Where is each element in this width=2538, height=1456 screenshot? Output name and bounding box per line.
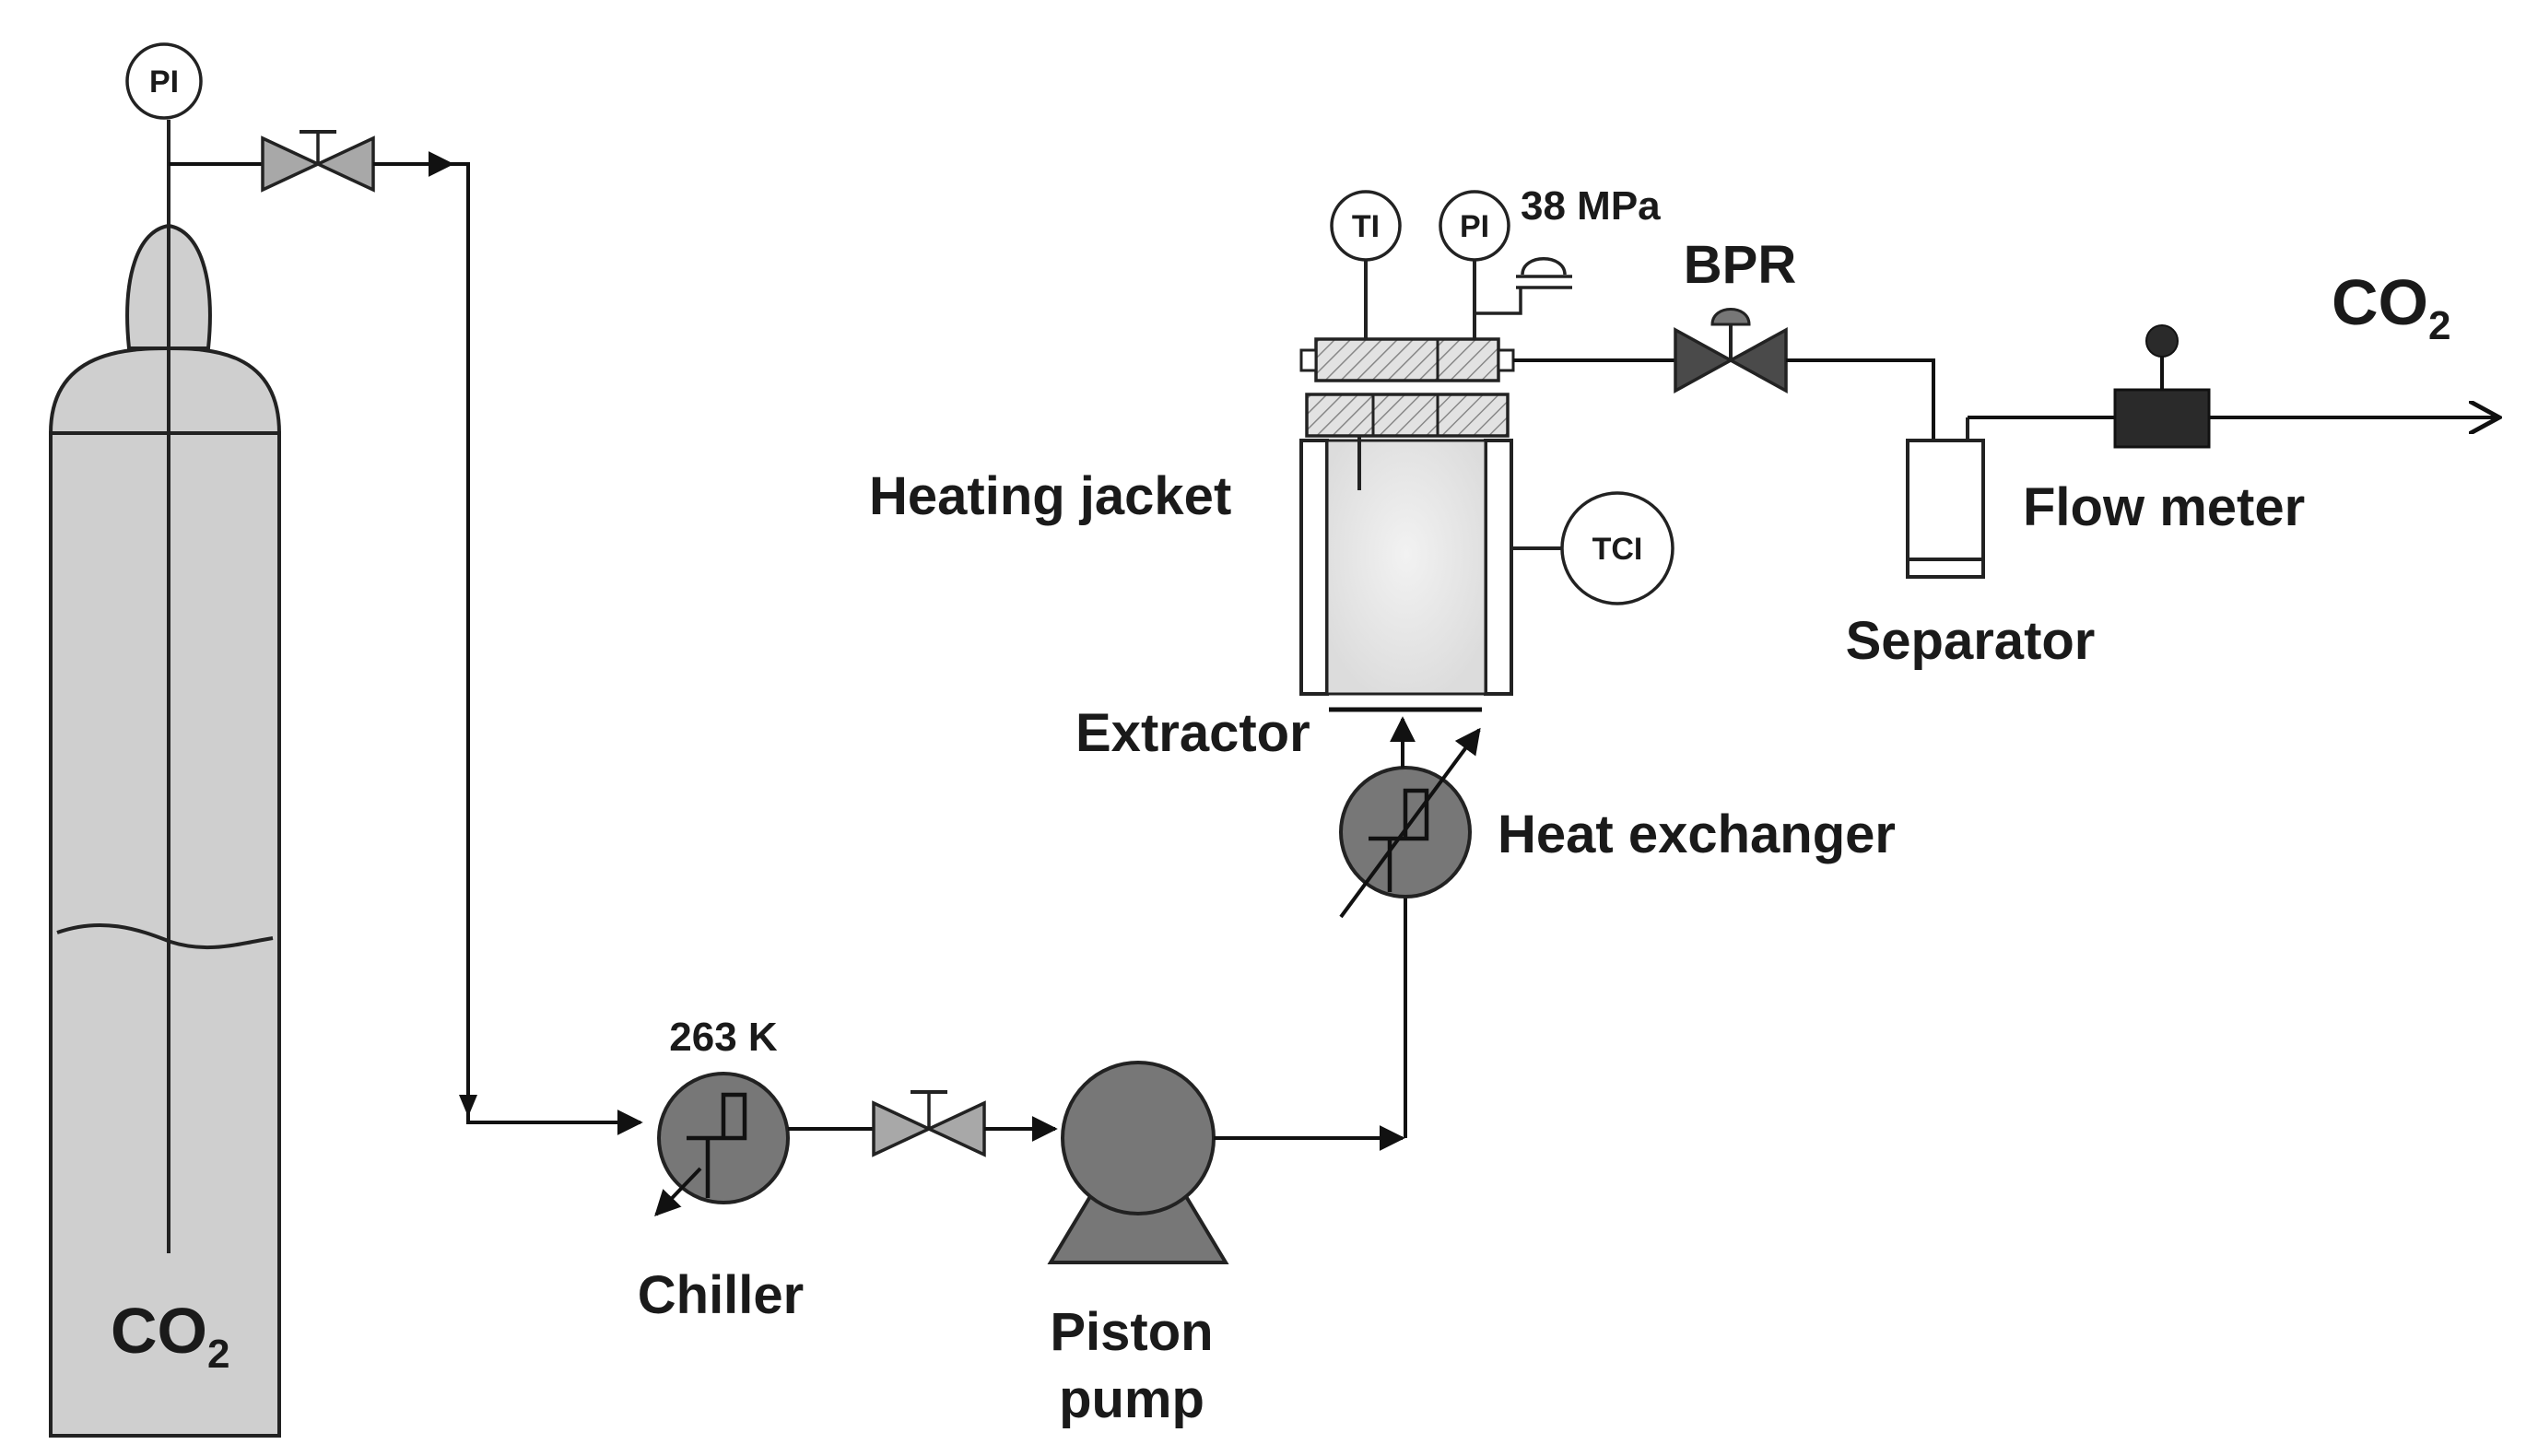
piston-pump-label-line2: pump [1059,1369,1204,1429]
bpr-dome [1710,308,1751,326]
separator-vessel [1906,439,1985,579]
piston-pump: Piston pump [1047,1061,1229,1429]
svg-text:PI: PI [149,65,179,100]
svg-text:TCI: TCI [1592,532,1643,567]
svg-text:TI: TI [1352,209,1380,244]
separator: Separator [1846,417,2096,671]
cylinder-valve[interactable] [261,130,375,193]
cylinder-body [49,431,281,1438]
bpr-label: BPR [1684,235,1796,295]
rupture-disk-dome [1521,257,1567,276]
pipe-down-arrow [459,1095,477,1117]
rupture-disk-line [1475,288,1522,315]
heat-exchanger: Heat exchanger [1339,727,1896,919]
heating-jacket-label: Heating jacket [869,466,1231,526]
extractor-label: Extractor [1075,703,1310,763]
flow-meter-label: Flow meter [2023,477,2305,537]
pressure-setting-label: 38 MPa [1521,183,1661,229]
flow-meter: Flow meter [2023,324,2305,537]
pump-body [1061,1061,1216,1215]
separator-label: Separator [1846,611,2096,671]
chiller-label: Chiller [638,1265,805,1325]
chiller: 263 K Chiller [638,1015,805,1325]
pipe-down-to-chiller [452,162,643,1135]
extractor: Extractor Heating jacket [869,337,1515,763]
flow-meter-knob [2145,324,2179,358]
heat-exchanger-label: Heat exchanger [1498,804,1896,864]
pump-inlet-valve[interactable] [872,1090,986,1157]
chiller-arrow [654,1167,702,1217]
heating-jacket-right-wall [1484,439,1513,696]
co2-cylinder: CO2 [48,120,282,1438]
svg-text:PI: PI [1460,209,1489,244]
chiller-temp-label: 263 K [669,1015,778,1060]
heating-jacket-left-wall [1299,439,1329,696]
lid-right-fitting [1497,348,1515,372]
piston-pump-label-line1: Piston [1050,1302,1213,1362]
lid-left-fitting [1299,348,1318,372]
extractor-lid-lower [1305,393,1510,438]
flow-meter-body [2113,388,2211,449]
heat-exchanger-coil [1369,788,1429,892]
back-pressure-regulator[interactable]: BPR [1674,235,1796,393]
cylinder-shoulder [48,346,282,435]
cylinder-co2-label: CO2 [111,1295,229,1377]
chiller-coil [687,1092,747,1198]
heat-exchanger-arrow [1339,727,1481,919]
extractor-packing [1325,439,1487,696]
ti-extractor-gauge: TI [1330,190,1402,339]
extractor-lid-upper [1314,337,1500,382]
outlet-co2-label: CO2 [2332,266,2450,348]
pi-extractor-gauge: PI [1439,190,1510,339]
pi-cylinder-gauge: PI [125,42,203,120]
tci-controller: TCI [1511,491,1674,605]
rupture-disk: 38 MPa [1475,183,1661,315]
